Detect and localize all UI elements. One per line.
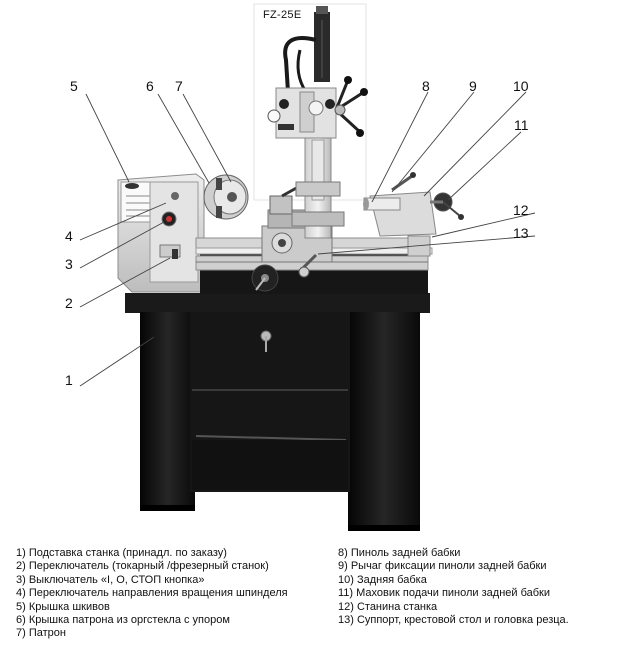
- legend-item-11: 11) Маховик подачи пиноли задней бабки: [338, 587, 551, 600]
- callout-1: 1: [65, 372, 73, 388]
- callout-6: 6: [146, 78, 154, 94]
- leader-5: [85, 93, 130, 183]
- leader-3: [79, 221, 165, 269]
- leader-11: [447, 131, 522, 201]
- leader-2: [79, 257, 171, 308]
- legend-left: 1) Подставка станка (принадл. по заказу)…: [16, 547, 288, 641]
- callout-3: 3: [65, 256, 73, 272]
- callout-2: 2: [65, 295, 73, 311]
- leader-12: [431, 212, 536, 238]
- callout-7: 7: [175, 78, 183, 94]
- lathe-body: [117, 172, 464, 294]
- callout-8: 8: [422, 78, 430, 94]
- callout-13: 13: [513, 225, 529, 241]
- callout-5: 5: [70, 78, 78, 94]
- legend-item-5: 5) Крышка шкивов: [16, 600, 110, 613]
- legend-right: 8) Пиноль задней бабки 9) Рычаг фиксации…: [338, 547, 569, 627]
- legend-item-1: 1) Подставка станка (принадл. по заказу): [16, 547, 227, 559]
- legend-item-6: 6) Крышка патрона из оргстекла с упором: [16, 614, 230, 627]
- legend-item-2: 2) Переключатель (токарный /фрезерный ст…: [16, 560, 269, 573]
- leader-6: [157, 93, 210, 184]
- legend-item-7: 7) Патрон: [16, 627, 66, 640]
- leader-lines: [79, 91, 536, 387]
- legend-item-9: 9) Рычаг фиксации пиноли задней бабки: [338, 560, 547, 573]
- callout-4: 4: [65, 228, 73, 244]
- leader-1: [79, 336, 155, 387]
- machine-stand: [125, 293, 430, 531]
- callout-11: 11: [514, 117, 529, 133]
- legend-item-12: 12) Станина станка: [338, 600, 438, 613]
- figure-title: FZ-25E: [263, 9, 302, 21]
- legend-item-13: 13) Суппорт, крестовой стол и головка ре…: [338, 614, 569, 627]
- callout-12: 12: [513, 202, 529, 218]
- leader-13: [317, 235, 536, 255]
- legend-item-8: 8) Пиноль задней бабки: [338, 547, 461, 559]
- leader-4: [79, 202, 167, 241]
- callout-9: 9: [469, 78, 477, 94]
- legend-item-4: 4) Переключатель направления вращения шп…: [16, 587, 288, 600]
- legend-item-10: 10) Задняя бабка: [338, 573, 427, 586]
- legend-item-3: 3) Выключатель «I, O, СТОП кнопка»: [16, 573, 205, 586]
- callout-10: 10: [513, 78, 529, 94]
- leader-9: [391, 91, 475, 193]
- leader-8: [371, 91, 429, 203]
- leader-7: [182, 93, 232, 183]
- leader-10: [423, 91, 527, 197]
- mill-head: [267, 6, 368, 239]
